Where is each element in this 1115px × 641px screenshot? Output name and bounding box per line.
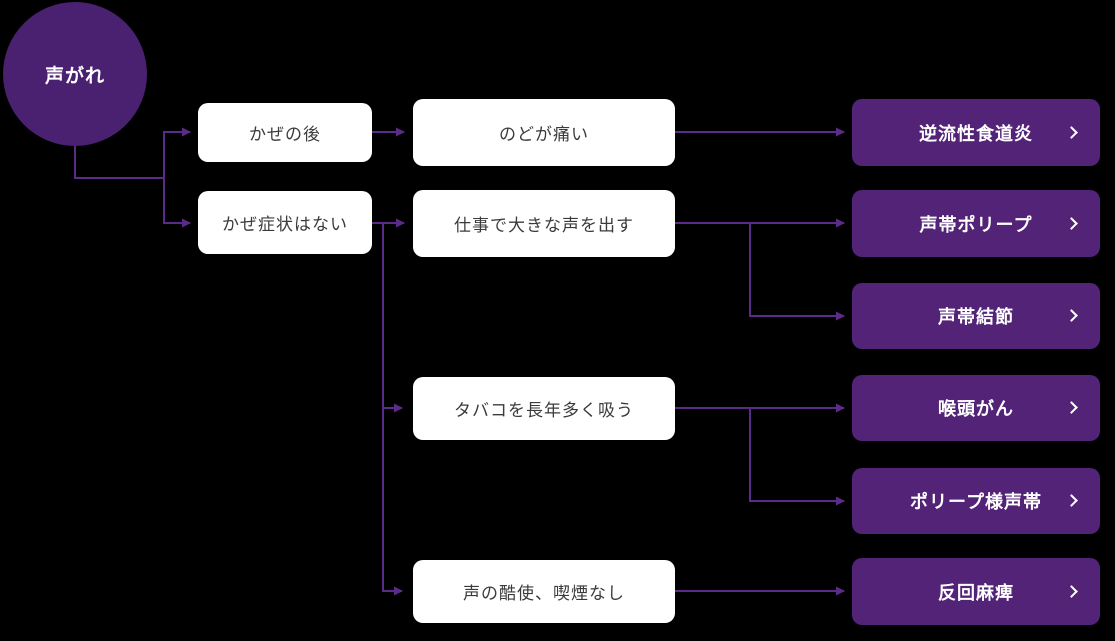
disease-link-recurrent-nerve-paralysis[interactable]: 反回麻痺 [852,558,1100,625]
disease-link-vocal-cord-nodule[interactable]: 声帯結節 [852,283,1100,349]
connector-tabako-to-polypyou [749,409,845,506]
connector-kazenashi-branch-down [382,224,403,596]
disease-label: 喉頭がん [938,399,1014,420]
condition-node-voice-abuse-no-smoking: 声の酷使、喫煙なし [413,560,675,623]
condition-label: 声の酷使、喫煙なし [463,584,625,604]
chevron-right-icon [1065,584,1078,598]
chevron-right-icon [1065,401,1078,414]
condition-label: 仕事で大きな声を出す [454,216,634,236]
connector-root-to-kaze-shoujou-nashi [163,178,191,228]
condition-node-sore-throat: のどが痛い [413,99,675,166]
chevron-right-icon [1065,494,1078,507]
condition-label: タバコを長年多く吸う [454,401,634,421]
disease-link-vocal-cord-polyp[interactable]: 声帯ポリープ [852,190,1100,257]
condition-node-heavy-smoker: タバコを長年多く吸う [413,377,675,440]
condition-label: のどが痛い [499,125,589,145]
disease-link-reflux-esophagitis[interactable]: 逆流性食道炎 [852,99,1100,166]
condition-label: かぜ症状はない [222,215,348,235]
disease-link-polypoid-vocal-cord[interactable]: ポリープ様声帯 [852,468,1100,534]
chevron-right-icon [1065,125,1078,139]
chevron-right-icon [1065,309,1078,322]
chevron-right-icon [1065,216,1078,230]
disease-label: 逆流性食道炎 [919,123,1033,145]
root-node-hoarseness: 声がれ [3,2,147,146]
disease-label: ポリープ様声帯 [910,492,1042,513]
disease-label: 声帯結節 [938,307,1014,328]
disease-label: 声帯ポリープ [919,214,1033,236]
condition-label: かぜの後 [249,125,321,145]
disease-label: 反回麻痺 [938,582,1014,604]
condition-node-loud-voice-at-work: 仕事で大きな声を出す [413,190,675,257]
condition-node-no-cold-symptoms: かぜ症状はない [198,191,372,254]
connector-shigoto-to-seitai-kessetsu [749,224,845,321]
disease-link-laryngeal-cancer[interactable]: 喉頭がん [852,375,1100,441]
root-node-label: 声がれ [44,64,105,87]
condition-node-after-cold: かぜの後 [198,103,372,162]
connector-root-to-kaze-no-ato [163,127,191,178]
connector-root-stem [74,145,163,179]
